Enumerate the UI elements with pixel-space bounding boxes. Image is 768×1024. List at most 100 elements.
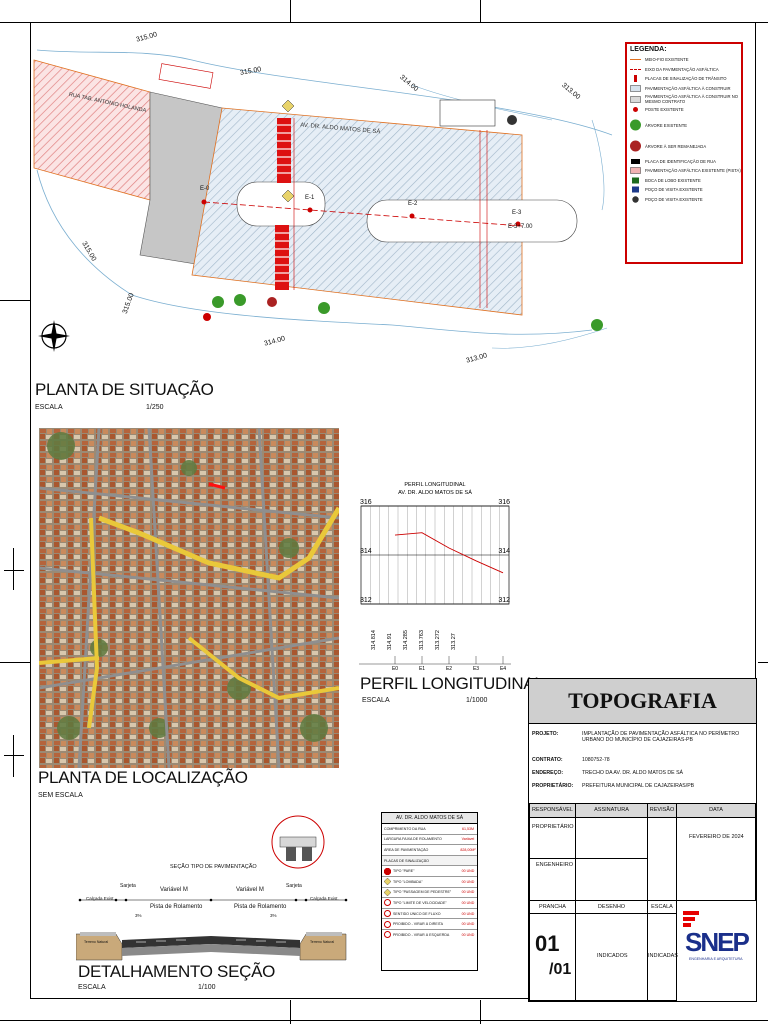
section-label-terreno: Terreno Natural <box>310 940 335 944</box>
section-label-sarjeta: Sarjeta <box>286 883 302 889</box>
speed-limit-sign-icon <box>383 899 391 907</box>
rev-cell <box>647 817 677 901</box>
proprietario-row: PROPRIETÁRIO: PREFEITURA MUNICIPAL DE CA… <box>532 783 695 789</box>
header-assinatura: ASSINATURA <box>575 803 648 818</box>
legend-item: POÇO DE VISITA EXISTENTE <box>630 185 741 195</box>
section-label-variavel: Variável M <box>160 887 188 893</box>
x-tick-label: E4 <box>500 666 506 672</box>
y-tick-label-left: 314 <box>360 548 372 555</box>
section-label-pista: Pista de Rolamento <box>234 904 287 910</box>
title-block-heading: TOPOGRAFIA <box>529 679 756 724</box>
section-label-calcada: Calçada Exist. <box>86 896 115 901</box>
station-label: E-3+7.00 <box>508 224 533 230</box>
hatch-icon <box>630 95 641 103</box>
chart-subtitle: AV. DR. ALDO MATOS DE SÁ <box>398 489 472 496</box>
profile-line <box>394 532 504 574</box>
profile-scale-label: ESCALA <box>362 697 390 704</box>
legend-item: PAVIMENTAÇÃO ASFÁLTICA À CONSTRUIR NO ME… <box>630 93 741 105</box>
escala-value: INDICADAS <box>648 953 678 959</box>
profile-scale-value: 1/1000 <box>466 697 488 704</box>
stop-sign-icon <box>383 867 391 875</box>
line-icon <box>630 56 641 63</box>
no-right-turn-sign-icon <box>383 920 391 928</box>
legend-item: EIXO DA PAVIMENTAÇÃO ASFÁLTICA <box>630 65 741 75</box>
logo-subtitle: ENGENHARIA E ARQUITETURA <box>689 957 743 961</box>
section-label-calcada: Calçada Exist. <box>310 896 339 901</box>
situation-scale-value: 1/250 <box>146 404 164 411</box>
sheet-total: /01 <box>549 961 572 978</box>
header-desenho: DESENHO <box>575 900 648 914</box>
section-label-variavel: Variável M <box>236 887 264 893</box>
elevation-label: 313.27 <box>451 633 457 650</box>
drain-icon <box>630 177 641 184</box>
section-subtitle: SEÇÃO TIPO DE PAVIMENTAÇÃO <box>170 864 257 870</box>
situation-plan <box>33 49 613 352</box>
frame-bottom-outer-line <box>0 1020 768 1021</box>
contrato-row: CONTRATO: 1080752-78 <box>532 757 610 763</box>
sheet-number: 01 <box>535 931 560 956</box>
elevation-label: 313.272 <box>435 630 441 650</box>
profile-title: PERFIL LONGITUDINAL <box>360 674 544 693</box>
x-tick-label: E3 <box>473 666 479 672</box>
section-label-terreno: Terreno Natural <box>84 940 109 944</box>
y-tick-label-right: 312 <box>498 597 510 604</box>
legend-item: ÁRVORE À SER REMANEJADA <box>630 136 741 157</box>
y-tick-label-left: 312 <box>360 597 372 604</box>
no-left-turn-sign-icon <box>383 931 391 939</box>
sign-cell <box>575 858 648 901</box>
frame-tick <box>758 662 768 663</box>
legend-item: PAVIMENTAÇÃO ASFÁLTICA EXISTENTE (PISTA) <box>630 166 741 176</box>
section-label-pct: 3% <box>135 913 142 918</box>
section-drawing <box>76 815 348 961</box>
sign-cell <box>575 817 648 859</box>
frame-right-line <box>755 22 756 998</box>
legend-item: BOCA DE LOBO EXISTENTE <box>630 176 741 186</box>
date-cell <box>676 817 756 901</box>
elevation-label: 314.91 <box>387 633 393 650</box>
legend-item: POÇO DE VISITA EXISTENTE <box>630 195 741 205</box>
street-sign-icon <box>630 158 641 165</box>
legend-item: PLACA DE IDENTIFICAÇÃO DE RUA <box>630 157 741 167</box>
frame-tick <box>0 662 30 663</box>
frame-bottom-line <box>30 998 756 999</box>
crosshair-mark <box>13 548 14 590</box>
frame-tick <box>480 0 481 22</box>
y-tick-label-right: 314 <box>498 548 510 555</box>
x-tick-label: E2 <box>446 666 452 672</box>
station-label: E-2 <box>408 201 418 207</box>
manhole-icon <box>630 196 641 203</box>
crosshair-mark <box>4 755 24 756</box>
crosshair-mark <box>4 570 24 571</box>
table-row: TIPO "LOMBADA"00 UND <box>382 877 477 888</box>
one-way-sign-icon <box>383 910 391 918</box>
tree-icon <box>630 140 641 152</box>
signage-table: AV. DR. ALDO MATOS DE SÁ COMPRIMENTO DA … <box>381 812 478 971</box>
section-label-sarjeta: Sarjeta <box>120 883 136 889</box>
station-label: E-3 <box>512 210 522 216</box>
crosshair-mark <box>13 735 14 777</box>
station-label: E-0 <box>200 186 210 192</box>
header-revisao: REVISÃO <box>647 803 677 818</box>
desenho-value: INDICADOS <box>597 953 628 959</box>
table-row: TIPO "LIMITE DE VELOCIDADE"00 UND <box>382 898 477 909</box>
header-escala: ESCALA <box>647 900 677 914</box>
legend-item: PAVIMENTAÇÃO ASFÁLTICA À CONSTRUIR <box>630 84 741 94</box>
header-data: DATA <box>676 803 756 818</box>
station-label: E-1 <box>305 195 315 201</box>
pedestrian-sign-icon <box>383 888 391 896</box>
row-proprietario: PROPRIETÁRIO <box>529 817 576 859</box>
tree-icon <box>630 119 641 131</box>
signage-section-header: PLACAS DE SINALIZAÇÃO <box>382 855 477 867</box>
situation-title: PLANTA DE SITUAÇÃO <box>35 380 214 399</box>
x-tick-label: E1 <box>419 666 425 672</box>
manhole-icon <box>630 186 641 193</box>
section-title: DETALHAMENTO SEÇÃO <box>78 962 276 981</box>
legend: LEGENDA: MEIO-FIO EXISTENTE EIXO DA PAVI… <box>625 42 743 264</box>
